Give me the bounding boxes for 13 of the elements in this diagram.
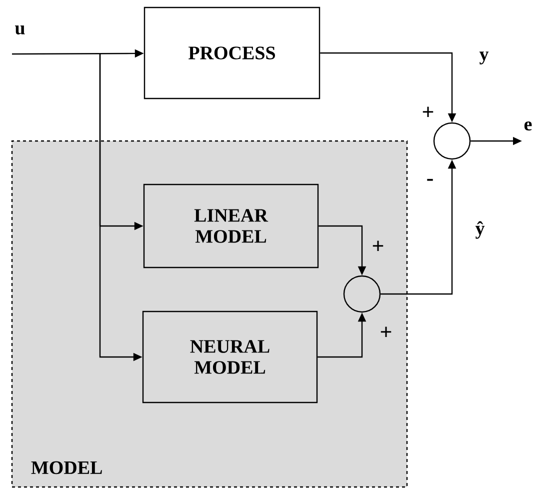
summing-junction	[343, 275, 381, 313]
sign-label: +	[422, 106, 434, 118]
edge-label: ŷ	[475, 221, 485, 239]
sign-label: -	[427, 178, 433, 181]
sign-label: +	[372, 240, 384, 252]
edge-label: u	[15, 26, 25, 34]
edge-label: e	[524, 121, 532, 131]
edge-label: y	[479, 52, 489, 64]
process-box: PROCESS	[144, 6, 320, 100]
sign-label: +	[380, 326, 392, 338]
process-box: LINEAR MODEL	[143, 184, 319, 268]
summing-junction	[433, 122, 471, 160]
process-box: NEURAL MODEL	[142, 310, 318, 404]
